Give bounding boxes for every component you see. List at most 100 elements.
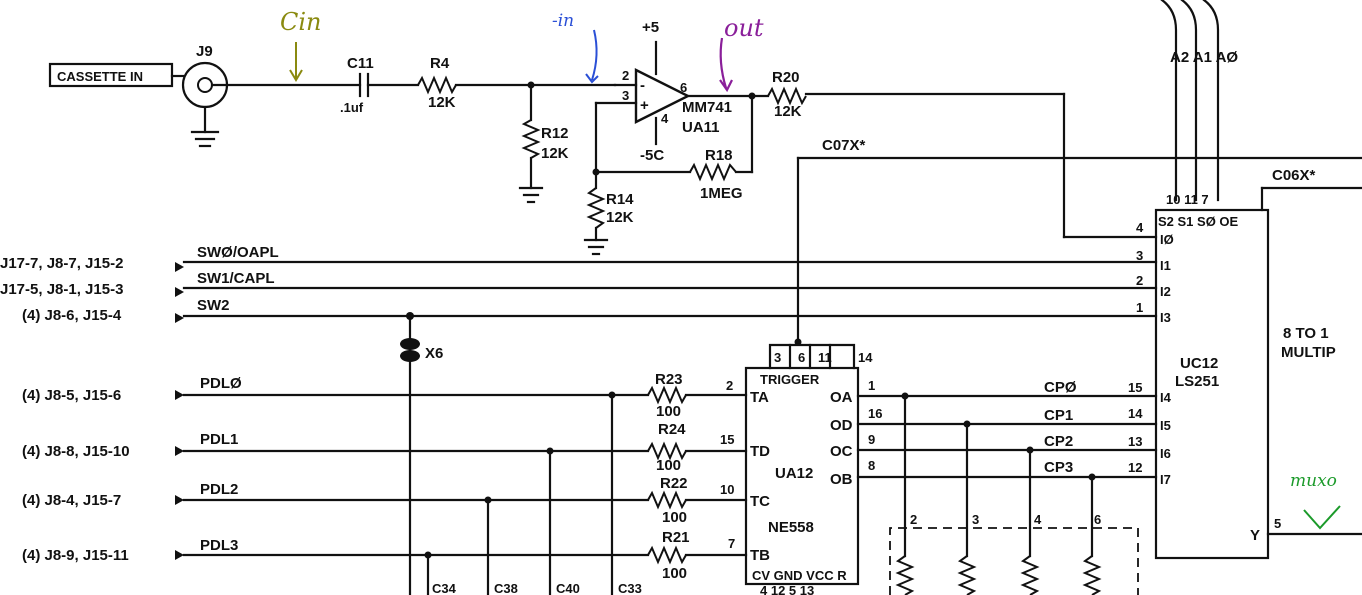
svg-text:PDL2: PDL2 (200, 481, 238, 498)
svg-text:5: 5 (1274, 516, 1281, 531)
svg-text:I4: I4 (1160, 390, 1172, 405)
resistor-r18: R18 1MEG (594, 147, 754, 202)
svg-text:10: 10 (720, 482, 734, 497)
svg-text:S2 S1 SØ OE: S2 S1 SØ OE (1158, 214, 1239, 229)
address-lines: A2 A1 AØ (1160, 0, 1238, 202)
mux-uc12: 10 11 7 S2 S1 SØ OE UC12 LS251 8 TO 1 MU… (1128, 192, 1362, 560)
svg-text:1: 1 (1136, 300, 1143, 315)
svg-text:12K: 12K (541, 145, 569, 162)
svg-text:100: 100 (662, 509, 687, 526)
svg-text:-5C: -5C (640, 147, 664, 164)
svg-text:out: out (724, 14, 764, 42)
svg-text:1: 1 (868, 378, 875, 393)
svg-text:R4: R4 (430, 55, 450, 72)
svg-text:15: 15 (720, 432, 734, 447)
jack-j9: J9 (181, 43, 362, 134)
svg-text:J17-5, J8-1, J15-3: J17-5, J8-1, J15-3 (0, 281, 123, 298)
resistor-r4: R4 12K (417, 55, 457, 111)
svg-text:UA11: UA11 (682, 119, 720, 136)
svg-text:CV GND VCC R: CV GND VCC R (752, 568, 847, 583)
input-sw0: J17-7, J8-7, J15-2 SWØ/OAPL (0, 244, 1158, 272)
svg-text:12K: 12K (774, 103, 802, 120)
annotation-cin: Cin (280, 8, 322, 82)
annotation-neg-in: -in (552, 11, 599, 84)
svg-text:2: 2 (622, 68, 629, 83)
svg-text:R20: R20 (772, 69, 800, 86)
svg-text:TC: TC (750, 493, 770, 510)
resistor-r24: R24 100 (647, 421, 748, 474)
svg-text:OD: OD (830, 417, 853, 434)
svg-text:3: 3 (774, 350, 781, 365)
svg-text:4 12 5 13: 4 12 5 13 (760, 583, 814, 595)
svg-text:UC12: UC12 (1180, 355, 1218, 372)
svg-text:6: 6 (1094, 512, 1101, 527)
svg-text:8: 8 (868, 458, 875, 473)
svg-text:(4) J8-6, J15-4: (4) J8-6, J15-4 (22, 307, 122, 324)
svg-text:8 TO 1: 8 TO 1 (1283, 325, 1329, 342)
svg-text:C40: C40 (556, 581, 580, 595)
svg-text:I7: I7 (1160, 472, 1171, 487)
svg-text:R18: R18 (705, 147, 733, 164)
svg-text:9: 9 (868, 432, 875, 447)
svg-text:14: 14 (858, 350, 873, 365)
input-pdl1: (4) J8-8, J15-10 PDL1 (22, 431, 650, 460)
svg-text:TD: TD (750, 443, 770, 460)
svg-text:6: 6 (680, 80, 687, 95)
svg-text:LS251: LS251 (1175, 373, 1219, 390)
svg-text:6: 6 (798, 350, 805, 365)
svg-text:3: 3 (1136, 248, 1143, 263)
svg-text:(4) J8-8, J15-10: (4) J8-8, J15-10 (22, 443, 130, 460)
svg-text:(4) J8-5, J15-6: (4) J8-5, J15-6 (22, 387, 121, 404)
svg-text:I6: I6 (1160, 446, 1171, 461)
svg-text:4: 4 (661, 111, 669, 126)
svg-text:R24: R24 (658, 421, 686, 438)
input-sw2: (4) J8-6, J15-4 SW2 (22, 297, 1158, 324)
svg-text:12K: 12K (428, 94, 456, 111)
svg-text:J9: J9 (196, 43, 213, 60)
svg-text:CASSETTE IN: CASSETTE IN (57, 69, 143, 84)
net-c06-label: C06X* (1272, 167, 1316, 184)
svg-text:I3: I3 (1160, 310, 1171, 325)
svg-text:CP1: CP1 (1044, 407, 1073, 424)
svg-text:C38: C38 (494, 581, 518, 595)
resistor-r20: R20 12K (767, 69, 807, 120)
resistor-r22: R22 100 (647, 475, 748, 526)
svg-text:1MEG: 1MEG (700, 185, 743, 202)
svg-text:12K: 12K (606, 209, 634, 226)
svg-text:R14: R14 (606, 191, 634, 208)
svg-text:R21: R21 (662, 529, 690, 546)
svg-text:C33: C33 (618, 581, 642, 595)
svg-text:I5: I5 (1160, 418, 1171, 433)
capacitor-c11: C11 .1uf (340, 55, 374, 115)
svg-text:14: 14 (1128, 406, 1143, 421)
svg-text:(4) J8-9, J15-11: (4) J8-9, J15-11 (22, 547, 129, 564)
svg-text:OC: OC (830, 443, 853, 460)
svg-text:MULTIP: MULTIP (1281, 344, 1336, 361)
svg-text:PDL1: PDL1 (200, 431, 238, 448)
svg-text:SW2: SW2 (197, 297, 230, 314)
svg-text:I2: I2 (1160, 284, 1171, 299)
svg-text:OA: OA (830, 389, 853, 406)
input-pdl0: (4) J8-5, J15-6 PDLØ (22, 375, 650, 404)
cp-labels: CPØ CP1 CP2 CP3 (1044, 379, 1077, 476)
svg-text:CP3: CP3 (1044, 459, 1073, 476)
svg-text:IØ: IØ (1160, 232, 1174, 247)
svg-text:+5: +5 (642, 19, 659, 36)
svg-text:16: 16 (868, 406, 882, 421)
resistor-r21: R21 100 (647, 529, 748, 582)
svg-text:PDL3: PDL3 (200, 537, 238, 554)
svg-text:15: 15 (1128, 380, 1142, 395)
svg-text:4: 4 (1034, 512, 1042, 527)
resistor-r23: R23 100 (647, 371, 748, 420)
svg-text:muxo: muxo (1290, 471, 1337, 491)
svg-text:UA12: UA12 (775, 465, 813, 482)
svg-text:12: 12 (1128, 460, 1142, 475)
svg-text:MM741: MM741 (682, 99, 732, 116)
svg-text:11: 11 (818, 350, 832, 365)
svg-text:I1: I1 (1160, 258, 1171, 273)
cassette-in-label: CASSETTE IN (48, 62, 174, 88)
svg-text:4: 4 (1136, 220, 1144, 235)
svg-text:.1uf: .1uf (340, 100, 364, 115)
svg-text:2: 2 (1136, 273, 1143, 288)
